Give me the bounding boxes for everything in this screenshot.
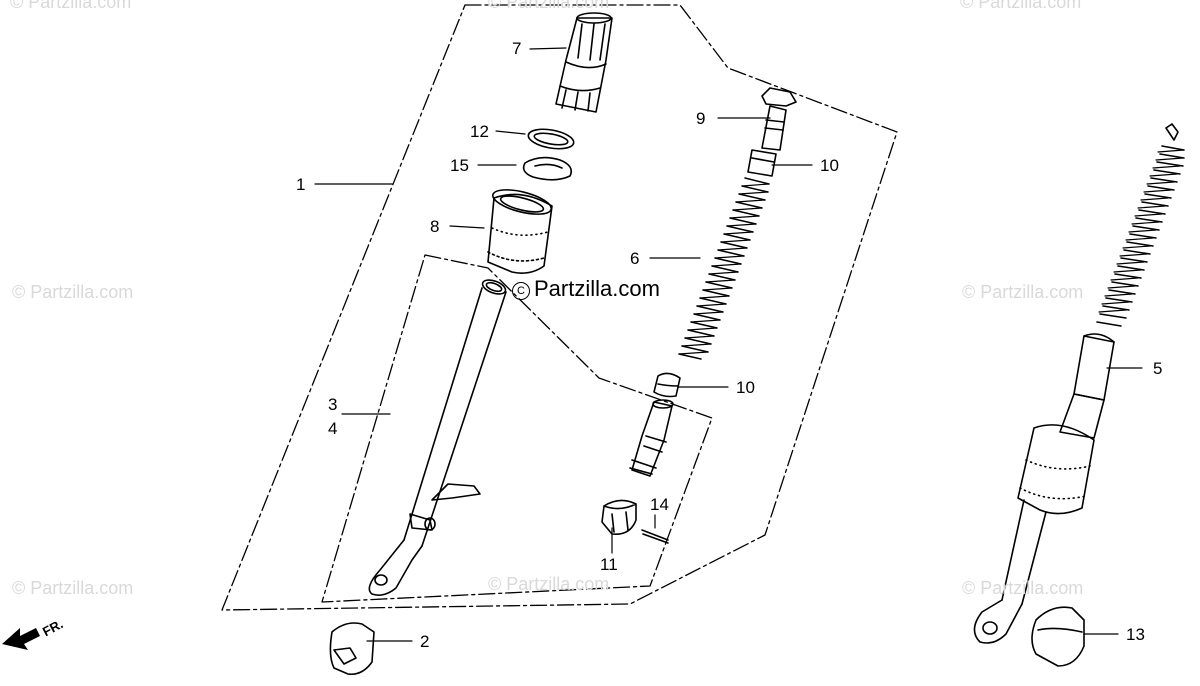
watermark-main-text: Partzilla.com [534,276,660,301]
watermark-faint: © Partzilla.com [12,578,134,598]
watermark-faint: © Partzilla.com [962,578,1084,598]
callout-14: 14 [650,495,669,514]
part-12-ring [527,128,575,150]
part-10-collar-upper [747,149,777,177]
callout-2: 2 [420,632,430,651]
part-5-spring [1096,145,1185,327]
part-10-collar-lower [653,372,681,398]
part-15-circlip [522,156,573,181]
fr-arrow [2,628,40,650]
watermark-faint: © Partzilla.com [960,0,1082,12]
part-damper-rod-lower [629,399,674,477]
callout-13: 13 [1126,625,1145,644]
callout-9: 9 [696,109,706,128]
watermark-faint: © Partzilla.com [12,282,134,302]
watermark-faint: © Partzilla.com [488,0,610,12]
watermark-faint: © Partzilla.com [10,0,132,12]
part-8-boot [487,189,553,274]
part-2-cap [329,622,375,676]
callout-3: 3 [328,395,338,414]
callout-5: 5 [1153,359,1163,378]
part-6-spring [678,177,770,360]
leader-lines [314,47,1143,642]
callout-4: 4 [328,419,338,438]
part-11-nut [601,499,637,536]
part-7-bushing [555,12,613,113]
callout-7: 7 [512,39,522,58]
callout-12: 12 [470,122,489,141]
callout-6: 6 [630,249,640,268]
watermark-faint: © Partzilla.com [488,574,610,594]
part-9-rod-top [761,87,797,151]
assembly-1-outline [221,4,898,611]
callout-1: 1 [296,175,306,194]
part-14-pin [641,529,669,544]
copyright-icon: C [512,282,530,300]
part-3-4-slider [368,279,507,596]
callout-11: 11 [600,555,618,574]
part-5-fork-assembly [973,123,1185,644]
callout-10-lower: 10 [736,378,755,397]
assembly-3-outline [321,254,713,603]
callout-15: 15 [450,156,469,175]
callout-8: 8 [430,217,440,236]
watermark-faint: © Partzilla.com [962,282,1084,302]
part-13-cap [1031,606,1085,667]
callout-10-upper: 10 [820,156,839,175]
